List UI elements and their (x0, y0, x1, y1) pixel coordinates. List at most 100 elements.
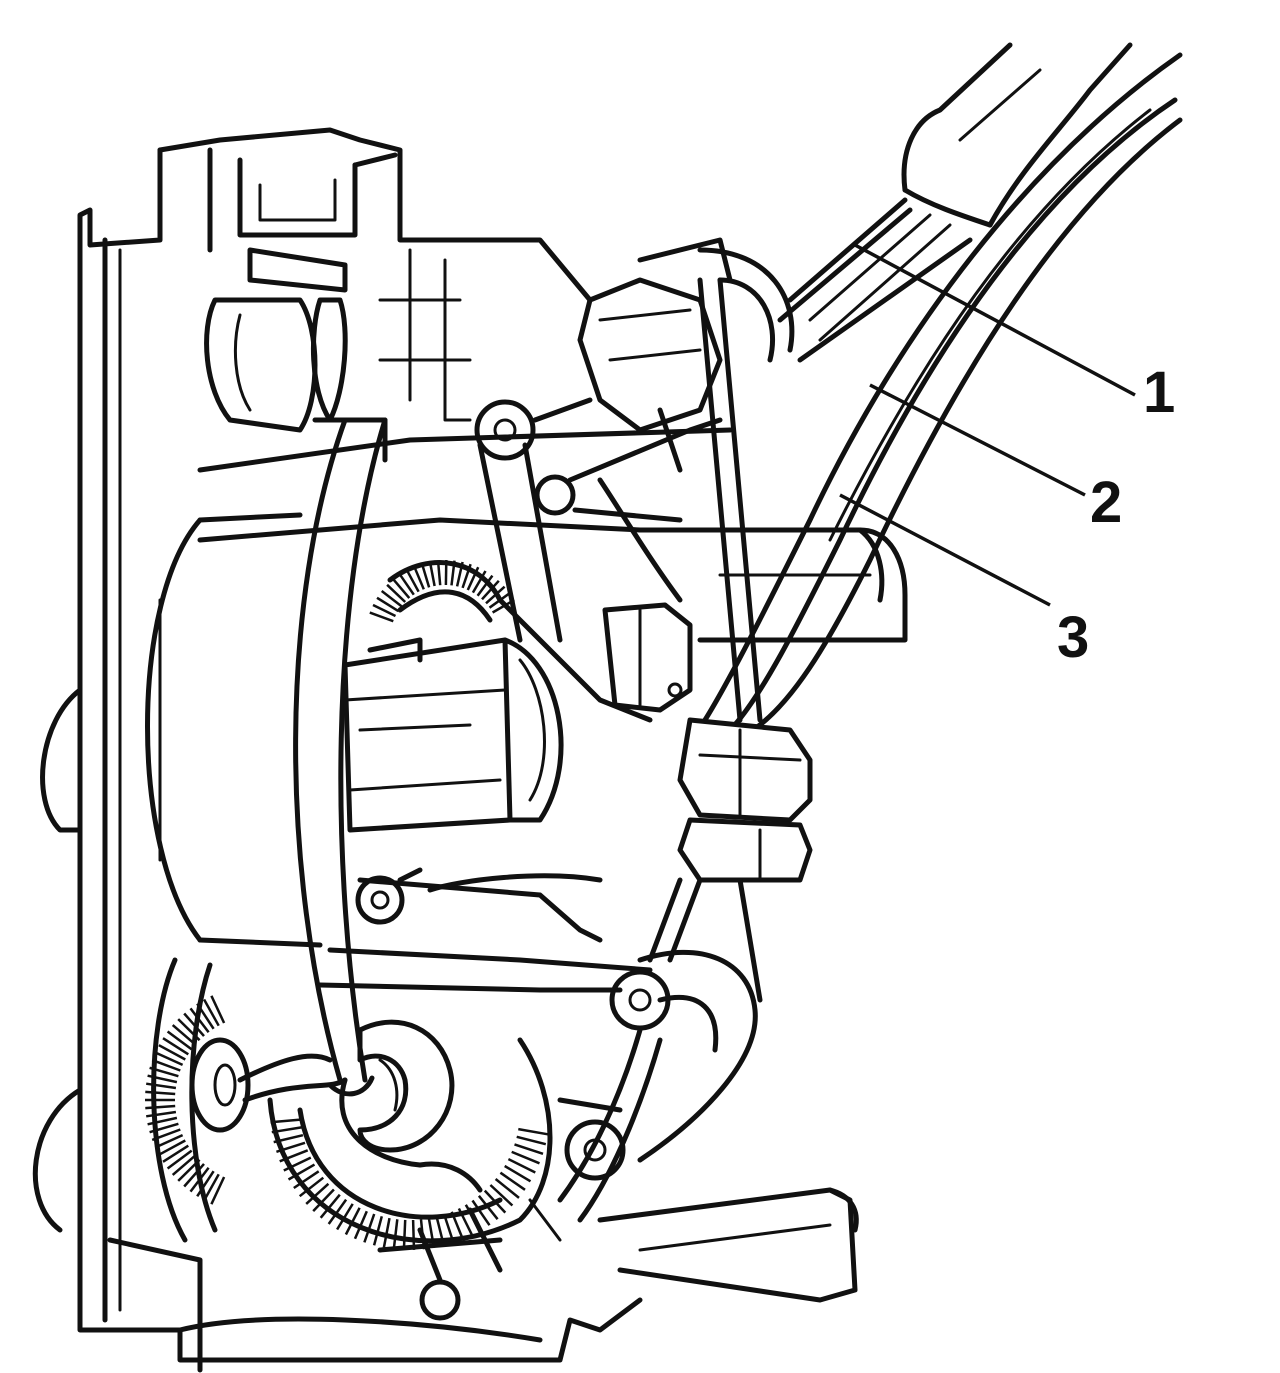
gear-tooth (461, 563, 472, 589)
connector-switch (577, 237, 795, 473)
gear-tooth (145, 1104, 176, 1110)
callout-labels: 1 2 3 (1057, 360, 1175, 670)
pivot-middle (534, 474, 576, 516)
gear-tooth (162, 1144, 189, 1163)
gear-tooth (466, 566, 480, 591)
gear-tooth (319, 1193, 341, 1219)
gear-tooth (196, 1170, 215, 1197)
gear-tooth (327, 1198, 348, 1225)
gear-tooth (273, 1133, 304, 1144)
gear-tooth (154, 1051, 184, 1067)
gear-tooth (412, 565, 425, 590)
gear-tooth (457, 1207, 474, 1236)
gear-tooth (514, 1143, 544, 1155)
gear-tooth (171, 1154, 197, 1176)
upper-pulley (204, 247, 388, 463)
gear-tooth (177, 1018, 201, 1042)
gear-tooth (450, 1211, 465, 1241)
gear-tooth (203, 998, 220, 1027)
gear-tooth (483, 1189, 507, 1214)
cable-bundle (777, 42, 1133, 363)
bottom-pin (377, 1198, 562, 1321)
gear-tooth (145, 1090, 176, 1096)
gear-tooth (499, 1171, 526, 1191)
gear-tooth (369, 611, 394, 623)
upper-gear (369, 559, 515, 623)
gear-tooth (298, 1176, 325, 1198)
gear-tooth (436, 560, 442, 586)
gear-tooth (344, 1207, 361, 1236)
gear-tooth (507, 1157, 536, 1174)
small-connector (602, 602, 693, 713)
gear-tooth (183, 1012, 205, 1037)
cable-2-3 (702, 52, 1183, 738)
gear-tooth (146, 1110, 177, 1118)
gear-tooth (210, 995, 226, 1024)
gear-tooth (270, 1118, 301, 1124)
drum-housing (145, 427, 733, 948)
gear-tooth (455, 561, 464, 587)
gear-tooth (283, 1156, 312, 1172)
leader-1 (854, 243, 1136, 397)
gear-tooth (353, 1210, 368, 1240)
gear-tooth (443, 1214, 455, 1244)
pivot-upper (474, 399, 536, 461)
linkage (474, 397, 723, 723)
gear-tooth (376, 596, 399, 613)
gear-tooth (166, 1149, 193, 1170)
gear-tooth (149, 1122, 179, 1134)
gear-tooth (183, 1163, 205, 1188)
gear-tooth (146, 1082, 177, 1090)
gear-tooth (210, 1176, 226, 1205)
gear-tooth (293, 1170, 320, 1190)
cam (357, 1019, 455, 1153)
gear-tooth (471, 570, 487, 594)
gear-tooth (147, 1116, 178, 1126)
gear-tooth (279, 1149, 309, 1163)
motor-block (342, 637, 564, 833)
gear-tooth (154, 1133, 184, 1149)
callout-1: 1 (1143, 360, 1175, 425)
gear-tooth (147, 1074, 178, 1084)
gear-tooth (504, 1164, 532, 1183)
cable-clamp (677, 717, 813, 883)
gear-tooth (518, 1127, 549, 1136)
gear-tooth (372, 603, 397, 618)
gear-tooth (336, 1203, 354, 1231)
gear-tooth (363, 1213, 376, 1243)
gear-tooth (420, 563, 431, 588)
gear-tooth (203, 1173, 220, 1202)
gear-tooth (305, 1182, 330, 1205)
gear-tooth (428, 561, 436, 587)
pivot-bottom-right (564, 1119, 626, 1181)
gear-tooth (481, 579, 500, 601)
gear-tooth (149, 1066, 179, 1078)
gear-tooth (158, 1139, 186, 1156)
gear-tooth (276, 1141, 306, 1153)
leader-lines (839, 243, 1136, 607)
gear-tooth (162, 1037, 189, 1056)
gear-tooth (189, 1166, 210, 1193)
gear-tooth (177, 1158, 201, 1182)
gear-tooth (372, 1215, 384, 1246)
housing-frame (32, 127, 643, 1373)
gear-tooth (171, 1024, 197, 1046)
gear-tooth (402, 1219, 407, 1250)
leader-3 (839, 493, 1051, 607)
lower-right-channel (557, 877, 763, 1223)
gear-tooth (398, 573, 415, 596)
gear-tooth (189, 1007, 210, 1034)
gear-tooth (271, 1126, 302, 1134)
leader-2 (869, 383, 1086, 497)
gear-tooth (489, 1184, 514, 1207)
gear-tooth (287, 1163, 316, 1181)
gear-tooth (312, 1188, 335, 1212)
gear-tooth (494, 1178, 520, 1199)
gear-tooth (380, 590, 403, 608)
lower-support (317, 867, 653, 993)
gear-tooth (435, 1216, 446, 1247)
gear-tooth (166, 1030, 193, 1051)
gear-tooth (392, 1219, 399, 1250)
